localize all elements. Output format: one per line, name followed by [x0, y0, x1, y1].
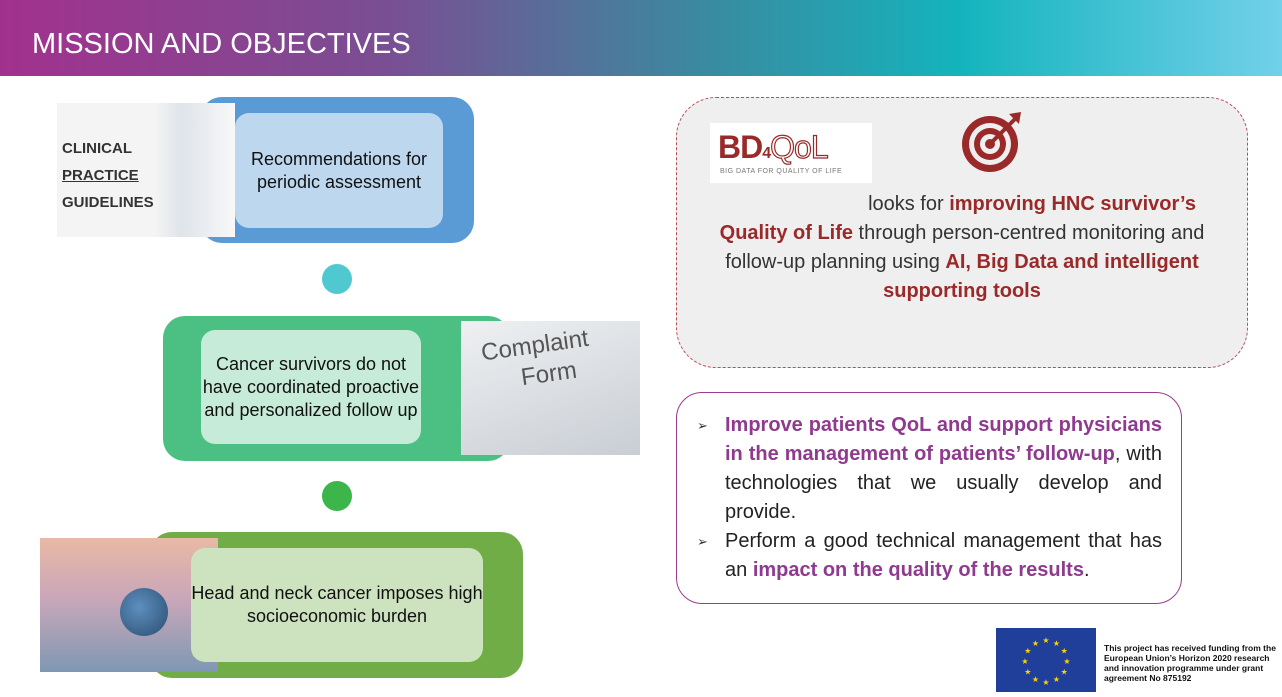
star-icon: ★ [1053, 675, 1060, 684]
complaint-form-image: Complaint Form [461, 321, 640, 455]
globe-hands-image [40, 538, 218, 672]
connector-dot [322, 481, 352, 511]
image-text: GUIDELINES [62, 194, 154, 211]
connector-dot [322, 264, 352, 294]
header-banner: MISSION AND OBJECTIVES [0, 0, 1282, 76]
mission-box: BD4QoL BIG DATA FOR QUALITY OF LIFE look… [676, 97, 1248, 368]
clinical-guidelines-image: CLINICAL PRACTICE GUIDELINES [57, 103, 235, 237]
star-icon: ★ [1032, 675, 1039, 684]
target-icon [962, 112, 1021, 172]
star-icon: ★ [1042, 636, 1049, 645]
eu-flag-icon: ★★★★★★★★★★★★ [996, 628, 1096, 692]
page-title: MISSION AND OBJECTIVES [32, 28, 411, 60]
star-icon: ★ [1024, 647, 1031, 656]
funding-notice: This project has received funding from t… [1104, 643, 1276, 683]
objective-item: Perform a good technical management that… [677, 527, 1162, 585]
bd4qol-logo: BD4QoL BIG DATA FOR QUALITY OF LIFE [710, 123, 872, 183]
star-icon: ★ [1021, 657, 1028, 666]
objectives-box: Improve patients QoL and support physici… [676, 392, 1182, 604]
star-icon: ★ [1063, 657, 1070, 666]
step-2-text: Cancer survivors do not have coordinated… [201, 330, 421, 444]
star-icon: ★ [1061, 647, 1068, 656]
star-icon: ★ [1042, 678, 1049, 687]
objective-item: Improve patients QoL and support physici… [677, 411, 1162, 527]
star-icon: ★ [1053, 639, 1060, 648]
step-3-text: Head and neck cancer imposes high socioe… [191, 548, 483, 662]
star-icon: ★ [1024, 668, 1031, 677]
step-1-text: Recommendations for periodic assessment [235, 113, 443, 228]
image-text: PRACTICE [62, 167, 139, 184]
mission-statement: looks for improving HNC survivor’s Quali… [719, 193, 1205, 302]
star-icon: ★ [1061, 668, 1068, 677]
star-icon: ★ [1032, 639, 1039, 648]
image-text: CLINICAL [62, 140, 132, 157]
